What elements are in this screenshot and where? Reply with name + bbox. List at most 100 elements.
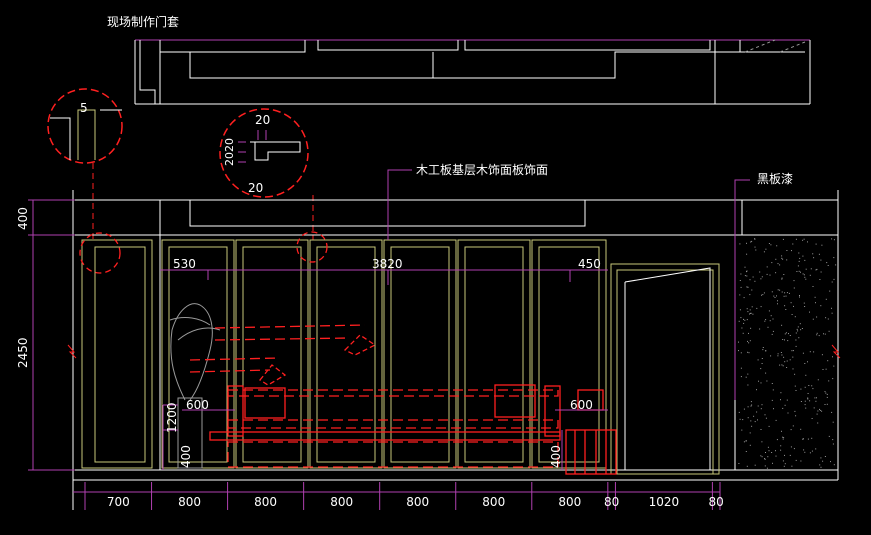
chalk-speckle: [790, 446, 792, 448]
chalk-speckle: [738, 341, 739, 343]
chalk-speckle: [827, 318, 829, 320]
chalk-speckle: [759, 271, 761, 273]
chalk-speckle: [740, 367, 742, 369]
chalk-speckle: [767, 456, 769, 458]
chalk-speckle: [780, 392, 782, 394]
chalk-speckle: [765, 372, 767, 374]
chalk-speckle: [805, 278, 807, 280]
chalk-speckle: [802, 255, 804, 257]
bottom-dim-label: 800: [482, 495, 505, 509]
chalk-speckle: [800, 401, 802, 402]
chalk-speckle: [738, 411, 740, 413]
chalk-speckle: [804, 363, 806, 364]
chalk-speckle: [784, 339, 785, 341]
right-dim-low: 400: [549, 445, 563, 468]
chalk-speckle: [771, 262, 773, 264]
chalk-speckle: [798, 270, 800, 272]
chalk-speckle: [742, 332, 744, 334]
chalk-speckle: [826, 403, 828, 405]
chalk-speckle: [826, 262, 828, 264]
chalk-speckle: [740, 286, 742, 288]
chalk-speckle: [771, 383, 773, 384]
left-dim-main: 2450: [16, 337, 30, 368]
chalk-speckle: [799, 296, 800, 298]
chalk-speckle: [768, 243, 770, 244]
chalk-speckle: [754, 280, 756, 282]
chalk-speckle: [781, 354, 783, 356]
chalk-speckle: [746, 270, 748, 272]
seating-red: [189, 324, 617, 475]
chalk-speckle: [747, 351, 749, 353]
chalk-speckle: [739, 243, 741, 245]
chalk-speckle: [777, 355, 779, 357]
chalk-speckle: [821, 244, 823, 246]
chalk-speckle: [815, 269, 817, 271]
bottom-dim-label: 800: [330, 495, 353, 509]
chalk-speckle: [771, 333, 773, 335]
chalk-speckle: [783, 295, 785, 297]
bottom-dim-label: 80: [604, 495, 619, 509]
chalk-speckle: [775, 272, 777, 274]
chalk-speckle: [767, 326, 769, 328]
chalk-speckle: [749, 340, 751, 342]
chalk-speckle: [816, 413, 818, 415]
chalk-speckle: [757, 419, 758, 421]
chalk-speckle: [775, 258, 777, 260]
chalk-speckle: [802, 438, 804, 439]
chalk-speckle: [812, 388, 814, 390]
chalk-speckle: [762, 294, 764, 296]
mid-dim-right: 450: [578, 257, 601, 271]
chalk-speckle: [833, 257, 835, 259]
chalk-speckle: [797, 330, 799, 332]
chalk-speckle: [749, 279, 751, 281]
chalk-speckle: [811, 437, 813, 439]
chalk-speckle: [765, 248, 767, 250]
chalk-speckle: [781, 255, 783, 257]
chalk-speckle: [799, 257, 801, 259]
bottom-dim-label: 1020: [649, 495, 680, 509]
chalk-speckle: [819, 279, 821, 280]
bottom-dimension-ticks: [84, 482, 721, 510]
chalk-speckle: [764, 458, 766, 459]
chalk-speckle: [824, 333, 826, 335]
detail-ref-circle-mid: [296, 231, 328, 263]
chalk-speckle: [816, 332, 818, 334]
chalk-speckle: [804, 451, 806, 453]
dimension-lines: [28, 199, 841, 493]
chalk-speckle: [749, 444, 751, 446]
chalk-speckle: [750, 312, 751, 314]
chalk-speckle: [800, 329, 802, 331]
chalk-speckle: [761, 276, 763, 278]
chalk-speckle: [800, 388, 802, 390]
chalk-speckle: [783, 274, 785, 275]
wood-panel-leader: [387, 169, 412, 240]
chalk-speckle: [750, 405, 752, 407]
chalk-speckle: [809, 452, 811, 454]
chalk-speckle: [811, 418, 813, 419]
chalk-speckle: [825, 317, 827, 319]
chalk-speckle: [786, 399, 788, 401]
chalk-speckle: [819, 408, 820, 410]
chalk-speckle: [786, 367, 788, 368]
chalk-speckle: [830, 461, 831, 463]
chalk-speckle: [828, 380, 830, 382]
chalk-speckle: [789, 335, 791, 336]
chalk-speckle: [760, 368, 762, 370]
chalk-speckle: [812, 318, 814, 320]
chalk-speckle: [815, 400, 817, 402]
chalk-speckle: [764, 465, 766, 467]
chalk-speckle: [821, 410, 823, 412]
chalk-speckle: [781, 324, 783, 326]
chalk-speckle: [832, 378, 834, 380]
chalk-speckle: [824, 456, 826, 457]
chalk-speckle: [779, 364, 781, 366]
chalk-speckle: [738, 463, 740, 464]
chalk-speckle: [746, 275, 748, 277]
chalk-speckle: [746, 319, 748, 321]
chalk-speckle: [816, 397, 817, 399]
chalk-speckle: [741, 327, 743, 329]
chalk-speckle: [777, 303, 778, 305]
chalk-speckle: [833, 365, 835, 367]
left-dim-low: 400: [179, 445, 193, 468]
chalk-speckle: [746, 242, 747, 244]
